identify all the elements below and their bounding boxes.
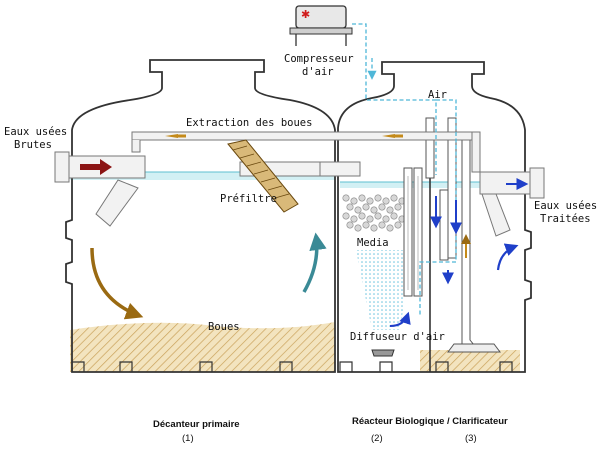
media-label: Media: [357, 237, 389, 249]
sludge-label: Boues: [208, 321, 240, 333]
primary-settler-number: (1): [182, 433, 194, 444]
primary-settler-caption: Décanteur primaire: [153, 419, 240, 430]
prefilter-label: Préfiltre: [220, 193, 277, 205]
inlet-label-line1: Eaux usées: [4, 126, 67, 138]
outlet-label-line1: Eaux usées: [534, 200, 597, 212]
compressor-label-line2: d'air: [302, 66, 334, 78]
bio-reactor-caption: Réacteur Biologique / Clarificateur: [352, 416, 508, 427]
inlet-label-line2: Brutes: [14, 139, 52, 151]
air-label: Air: [428, 89, 447, 101]
sludge-extraction-label: Extraction des boues: [186, 117, 312, 129]
inlet-flow-arrow: [80, 159, 112, 175]
air-supply-line: [352, 23, 457, 316]
sludge-extraction-pipe: [131, 131, 481, 173]
primary-settler-tank: [65, 59, 336, 373]
outlet-label-line2: Traitées: [540, 213, 591, 225]
air-diffuser-label: Diffuseur d'air: [350, 331, 445, 343]
bio-reactor-number: (2): [371, 433, 383, 444]
prefilter-pipe: [227, 139, 361, 213]
svg-text:✱: ✱: [301, 8, 310, 21]
compressor-label-line1: Compresseur: [284, 53, 354, 65]
air-compressor: ✱: [289, 5, 353, 46]
settling-flow-arrows: [90, 232, 327, 320]
air-flow-arrows: [389, 196, 519, 327]
clarifier-number: (3): [465, 433, 477, 444]
bio-reactor-tank: [337, 61, 532, 373]
sludge-return-arrows: [165, 134, 403, 138]
